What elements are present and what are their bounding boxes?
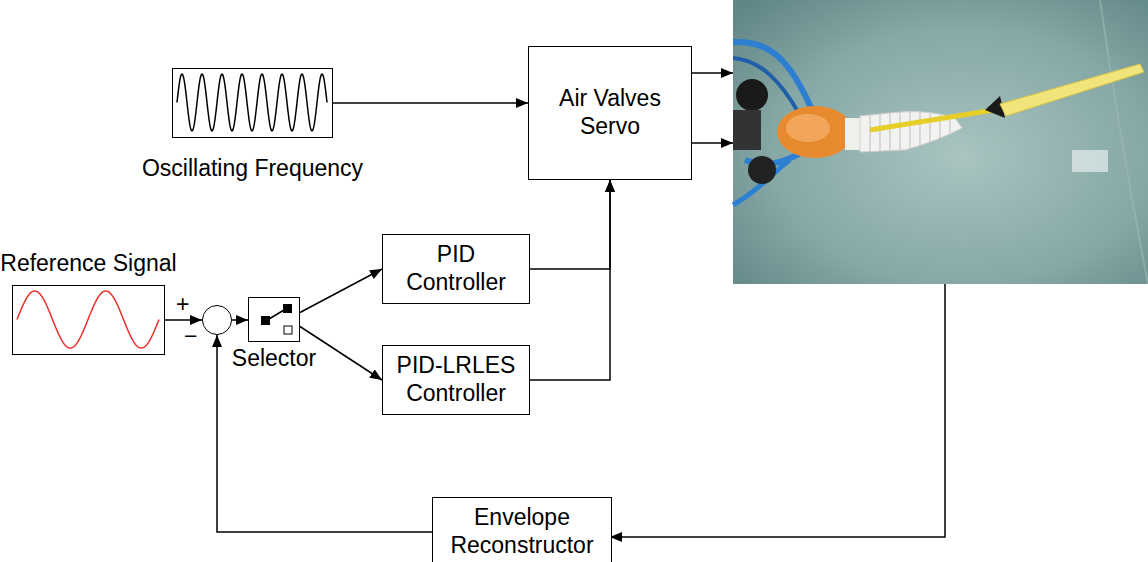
signal-arrow: [530, 180, 610, 269]
signal-label: Oscillating Frequency: [142, 155, 363, 183]
signal-arrow: [165, 319, 202, 321]
label-holder: +: [176, 291, 189, 319]
box-label: Air Valves Servo: [535, 85, 685, 140]
box-label: PID Controller: [389, 241, 523, 296]
label-holder: Reference Signal: [0, 250, 176, 278]
box-label: Envelope Reconstructor: [439, 504, 605, 559]
label-holder: −: [184, 323, 197, 351]
reference-signal: Reference Signal: [12, 285, 165, 355]
process-box: Envelope Reconstructor: [432, 497, 612, 562]
waveform: [173, 69, 331, 136]
label-holder: Selector: [232, 345, 316, 373]
sine-wave: [17, 291, 159, 348]
controller-box: PID-LRLES Controller: [382, 345, 530, 415]
signal-arrow: [530, 180, 610, 380]
switch-symbol: [249, 298, 298, 340]
signal-arrow: [232, 319, 248, 321]
controller-box: PID Controller: [382, 234, 530, 304]
experiment-photo: [733, 0, 1148, 284]
oscillator-signal: Oscillating Frequency: [172, 68, 333, 138]
waveform: [13, 286, 163, 353]
sign-label: +: [176, 291, 189, 319]
process-box: Air Valves Servo: [528, 46, 692, 180]
signal-label: Reference Signal: [0, 250, 176, 278]
sine-wave: [177, 74, 327, 131]
box-label: PID-LRLES Controller: [389, 352, 523, 407]
sign-label: −: [184, 323, 197, 351]
signal-arrow: [300, 269, 382, 313]
label-holder: Oscillating Frequency: [142, 155, 363, 183]
signal-arrow: [333, 102, 528, 104]
signal-label: Selector: [232, 345, 316, 373]
selector-switch: Selector: [248, 297, 300, 342]
summing-junction: +−: [202, 305, 232, 335]
